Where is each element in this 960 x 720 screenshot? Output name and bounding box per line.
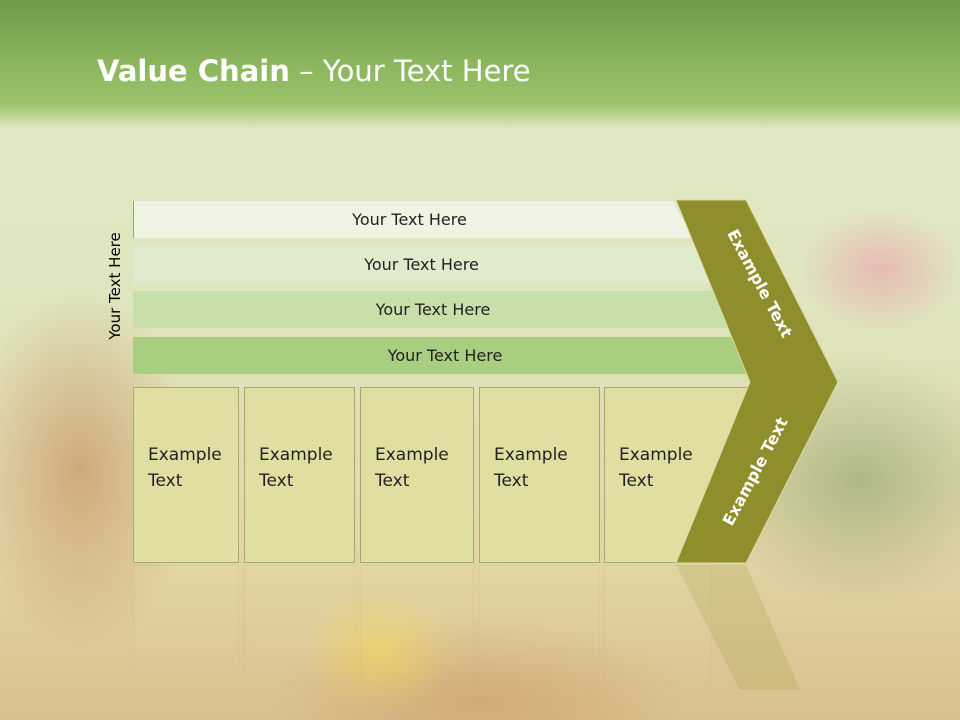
support-band-1-label: Your Text Here bbox=[352, 210, 467, 229]
primary-box-2-line1: Example bbox=[259, 445, 333, 465]
primary-box-4-line1: Example bbox=[494, 445, 568, 465]
support-band-3-label: Your Text Here bbox=[375, 300, 491, 319]
primary-box-3-line1: Example bbox=[375, 445, 449, 465]
primary-box-1-line1: Example bbox=[148, 445, 222, 465]
support-band-2-label: Your Text Here bbox=[364, 255, 479, 274]
primary-box-5-line1: Example bbox=[619, 445, 693, 465]
primary-box-3-line2: Text bbox=[375, 471, 410, 491]
support-band-4-label: Your Text Here bbox=[387, 346, 503, 365]
primary-box-1-line2: Text bbox=[148, 471, 183, 491]
primary-box-2-line2: Text bbox=[259, 471, 294, 491]
slide-title-rest: – Your Text Here bbox=[289, 54, 531, 88]
primary-box-4-line2: Text bbox=[494, 471, 529, 491]
support-band-2: Your Text Here bbox=[133, 246, 718, 283]
slide-title-bold: Value Chain bbox=[97, 54, 290, 88]
title-bar bbox=[0, 0, 960, 130]
slide-title: Value Chain – Your Text Here bbox=[97, 54, 531, 88]
support-band-4: Your Text Here bbox=[133, 337, 765, 374]
primary-box-5-line2: Text bbox=[619, 471, 654, 491]
chevron-reflection bbox=[676, 565, 800, 690]
support-band-1: Your Text Here bbox=[133, 201, 693, 238]
support-band-3: Your Text Here bbox=[133, 291, 741, 328]
chevron-shape bbox=[675, 199, 839, 564]
